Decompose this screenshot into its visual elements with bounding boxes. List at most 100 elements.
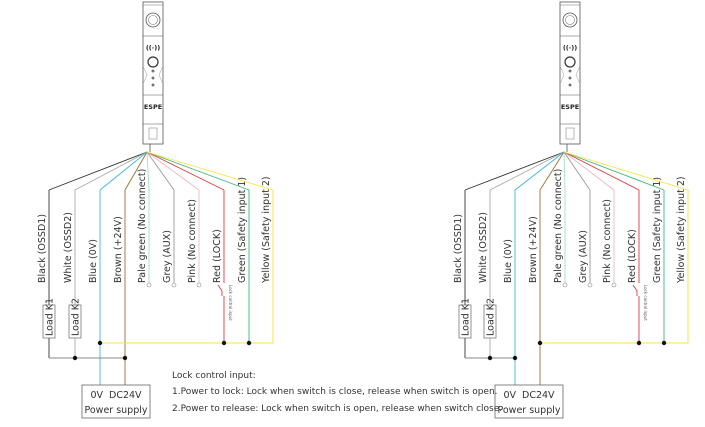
wire-3: Brown (+24V) — [113, 151, 148, 385]
wire-label: Blue (0V) — [503, 239, 514, 283]
load-box — [68, 304, 82, 339]
power-supply-box — [81, 384, 151, 419]
wire-label: Black (OSSD1) — [37, 214, 48, 283]
power-supply-terminals: 0V DC24V — [90, 390, 142, 401]
wire-7: Lock control input Red (LOCK) — [146, 151, 233, 343]
wire-label: Yellow (Safety input 2) — [261, 176, 272, 284]
led-1-icon — [568, 69, 572, 73]
wire-fan — [146, 151, 175, 191]
device-chevron-right — [575, 65, 581, 85]
open-terminal-icon — [587, 282, 593, 288]
lock-switch-icon — [632, 284, 638, 292]
wire-fan — [124, 151, 148, 191]
device-chevron-right — [158, 65, 164, 85]
open-terminal-icon — [171, 282, 177, 288]
rfid-wave-icon: ((·)) — [146, 44, 160, 52]
actuator-inner-icon — [148, 15, 158, 25]
wire-label: Brown (+24V) — [528, 216, 539, 283]
load-box — [42, 304, 56, 339]
wire-8: Green (Safety input 1) — [563, 151, 665, 343]
power-supply-label: Power supply — [497, 405, 560, 416]
wire-label: Brown (+24V) — [113, 216, 124, 283]
wire-6: Pink (No connect) — [146, 151, 202, 288]
connector-icon — [565, 127, 575, 140]
wire-5: Grey (AUX) — [146, 151, 177, 288]
load-label: Load K2 — [486, 298, 497, 336]
load-label: Load K2 — [71, 298, 82, 336]
junction-dot — [97, 340, 103, 346]
junction-dot — [636, 340, 642, 346]
wire-fan — [146, 151, 200, 191]
wire-fan — [563, 151, 591, 191]
actuator-inner-icon — [565, 15, 575, 25]
wire-label: Red (LOCK) — [627, 229, 638, 283]
wire-label: Red (LOCK) — [212, 229, 223, 283]
wire-label: Pink (No connect) — [187, 199, 198, 283]
lock-knob-icon — [564, 56, 576, 68]
wire-label: Grey (AUX) — [162, 230, 173, 283]
load-label: Load K1 — [461, 298, 472, 336]
load-box — [458, 304, 472, 339]
device-chevron-left — [559, 65, 565, 85]
wire-label: Pink (No connect) — [602, 199, 613, 283]
wire-fan — [563, 151, 615, 191]
wire-fan — [563, 151, 566, 191]
junction-dot — [512, 355, 518, 361]
wire-label: Pale green (No connect) — [553, 169, 564, 283]
wire-fan — [464, 151, 565, 191]
lock-switch-icon — [217, 284, 223, 292]
rfid-wave-icon: ((·)) — [563, 44, 577, 52]
wire-2: Blue (0V) — [88, 151, 148, 385]
wire-fan — [146, 151, 150, 191]
junction-dot — [122, 355, 128, 361]
wire-label: Green (Safety input 1) — [652, 177, 663, 283]
device-body — [142, 1, 164, 145]
wire-4: Pale green (No connect) — [553, 151, 568, 288]
led-3-icon — [568, 83, 572, 87]
led-2-icon — [151, 76, 155, 80]
led-2-icon — [568, 76, 572, 80]
wire-6: Pink (No connect) — [563, 151, 617, 288]
wire-3: Brown (+24V) — [528, 151, 565, 385]
wire-5: Grey (AUX) — [563, 151, 593, 288]
wire-label: Green (Safety input 1) — [237, 177, 248, 283]
device-body — [559, 1, 581, 145]
wire-label: Pale green (No connect) — [137, 169, 148, 283]
wire-fan — [146, 151, 225, 191]
wire-fan — [514, 151, 565, 191]
lock-knob-icon — [147, 56, 159, 68]
wire-label: Black (OSSD1) — [453, 214, 464, 283]
power-supply-label: Power supply — [84, 405, 147, 416]
wire-fan — [563, 151, 640, 191]
switch-label: Lock control input — [643, 285, 648, 321]
wire-7: Lock control input Red (LOCK) — [563, 151, 648, 343]
safety-input-bus — [540, 190, 689, 344]
notes-line-1: 1.Power to lock: Lock when switch is clo… — [172, 387, 498, 397]
open-terminal-icon — [196, 282, 202, 288]
device-label: ESPE — [144, 103, 162, 111]
wire-fan — [489, 151, 565, 191]
open-terminal-icon — [562, 282, 568, 288]
device-chevron-left — [142, 65, 148, 85]
wire-fan — [146, 151, 250, 191]
wire-fan — [99, 151, 148, 191]
actuator-ring-icon — [145, 12, 161, 28]
led-1-icon — [151, 69, 155, 73]
junction-dot — [221, 340, 227, 346]
switch-label: Lock control input — [228, 285, 233, 321]
wire-label: Grey (AUX) — [578, 230, 589, 283]
load-label: Load K1 — [45, 298, 56, 336]
wire-fan — [539, 151, 565, 191]
wire-8: Green (Safety input 1) — [146, 151, 250, 343]
wire-fan — [48, 151, 148, 191]
open-terminal-icon — [146, 282, 152, 288]
junction-dot — [661, 340, 667, 346]
junction-dot — [537, 340, 543, 346]
wire-fan — [563, 151, 665, 191]
power-supply-terminals: 0V DC24V — [503, 390, 555, 401]
wire-fan — [563, 151, 689, 191]
notes-title: Lock control input: — [172, 371, 256, 381]
